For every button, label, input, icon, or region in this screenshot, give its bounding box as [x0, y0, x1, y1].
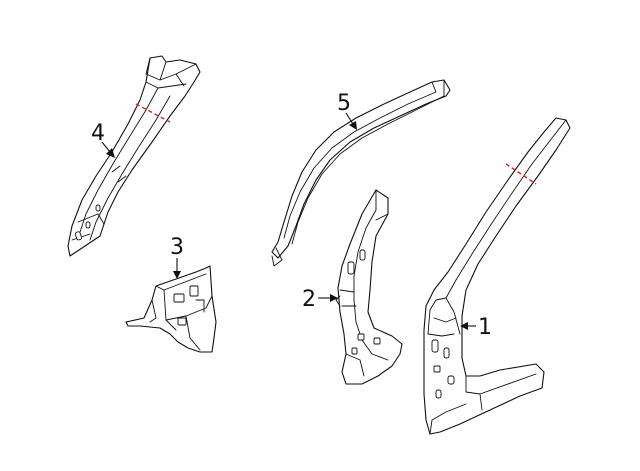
leader-3	[173, 258, 181, 279]
callout-2: 2	[302, 287, 316, 312]
part-2-center-pillar	[335, 189, 403, 385]
callout-4: 4	[91, 121, 105, 146]
callout-1: 1	[478, 315, 492, 340]
part-4-front-pillar-upper	[67, 55, 201, 257]
part-3-lower-bracket	[125, 265, 217, 353]
callout-3: 3	[170, 235, 184, 260]
cut-line-part-1	[505, 163, 537, 185]
callout-5: 5	[337, 91, 351, 116]
leader-2	[318, 294, 338, 302]
leader-4	[101, 141, 115, 158]
part-5-roof-rail	[271, 79, 451, 267]
leader-5	[345, 112, 357, 130]
leader-1	[460, 322, 476, 330]
part-1-body-pillar	[423, 117, 571, 435]
